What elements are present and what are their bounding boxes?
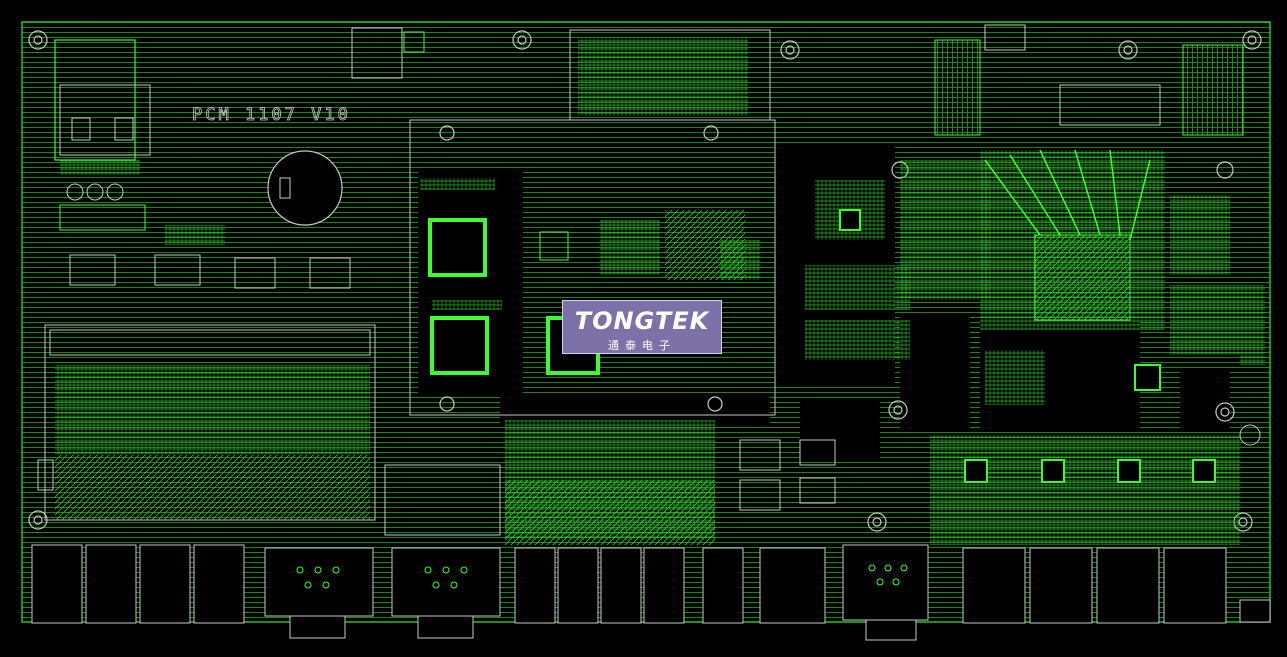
- buzzer: [267, 150, 343, 226]
- bottom-connectors: [31, 544, 1271, 641]
- board-silkscreen-label: PCM 1107 V10: [192, 105, 351, 125]
- io-channel-array: [44, 324, 376, 521]
- logo-wordmark: TONGTEK: [574, 307, 710, 335]
- header-connector: [569, 29, 771, 121]
- ethernet-section: [930, 435, 1240, 545]
- power-connector-block: [54, 39, 151, 231]
- tongtek-logo: TONGTEK 通泰电子: [562, 300, 722, 354]
- bga-routing-region: [980, 149, 1165, 330]
- logo-chinese-name: 通泰电子: [608, 339, 676, 352]
